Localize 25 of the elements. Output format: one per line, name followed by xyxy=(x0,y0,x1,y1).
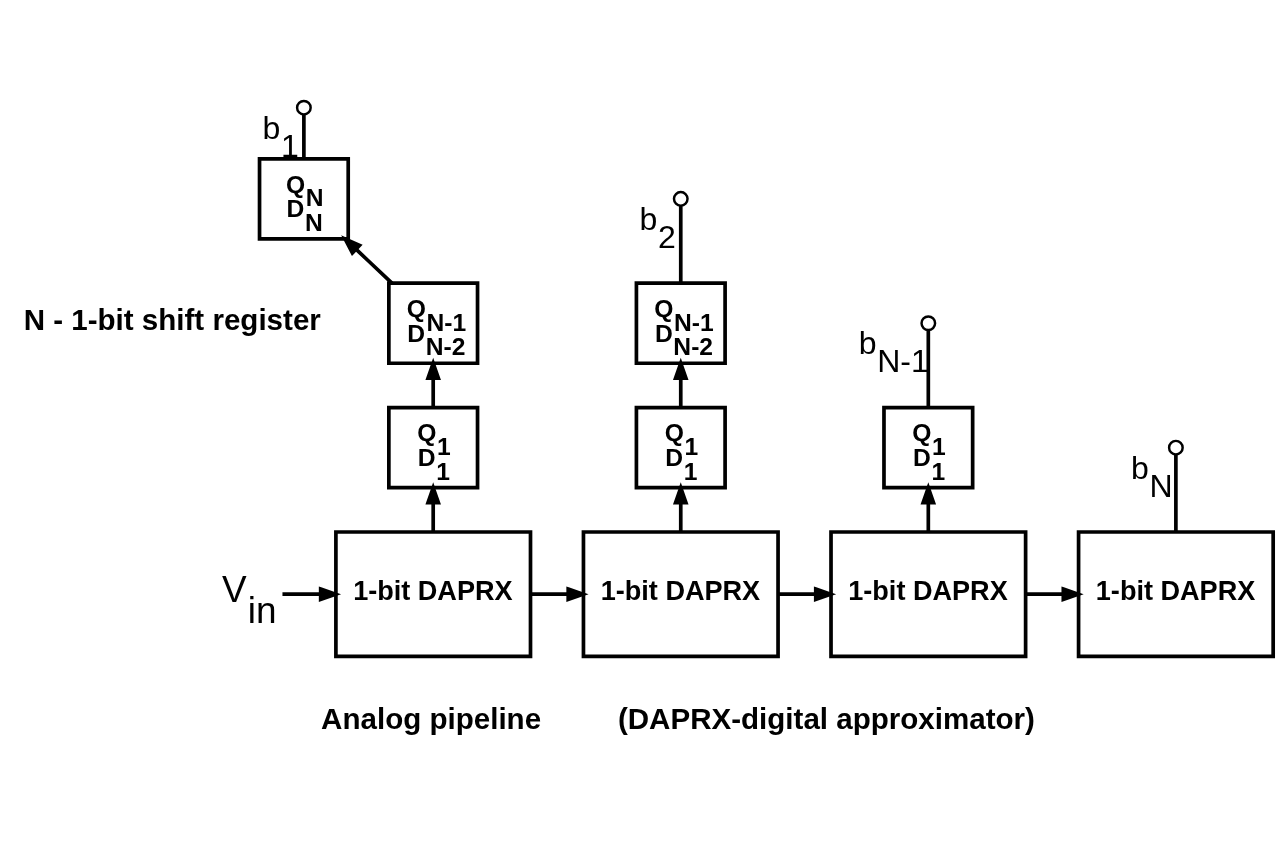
arrow xyxy=(920,481,937,532)
arrow xyxy=(1026,585,1084,602)
arrow xyxy=(672,357,689,407)
label: (DAPRX-digital approximator) xyxy=(617,701,1035,735)
arrow xyxy=(425,481,441,532)
connector xyxy=(1174,454,1178,532)
label: Analog pipeline xyxy=(321,701,542,735)
label: N - 1-bit shift register xyxy=(23,302,321,336)
node-circle xyxy=(1167,439,1184,456)
node-circle xyxy=(920,314,937,331)
arrow xyxy=(530,585,589,602)
arrow xyxy=(341,234,394,284)
node-circle xyxy=(672,190,689,207)
node-box: 1-bit DAPRX xyxy=(1076,529,1276,658)
node-box: 1-bit DAPRX xyxy=(829,529,1028,658)
node-box: 1-bit DAPRX xyxy=(334,529,533,658)
connector xyxy=(926,329,931,407)
arrow xyxy=(778,585,837,602)
arrow xyxy=(672,481,689,532)
connector xyxy=(302,114,306,158)
arrow xyxy=(282,585,342,602)
node-box: 1-bit DAPRX xyxy=(581,529,780,658)
connector xyxy=(678,205,683,283)
arrow xyxy=(425,357,441,407)
node-circle xyxy=(295,99,312,116)
